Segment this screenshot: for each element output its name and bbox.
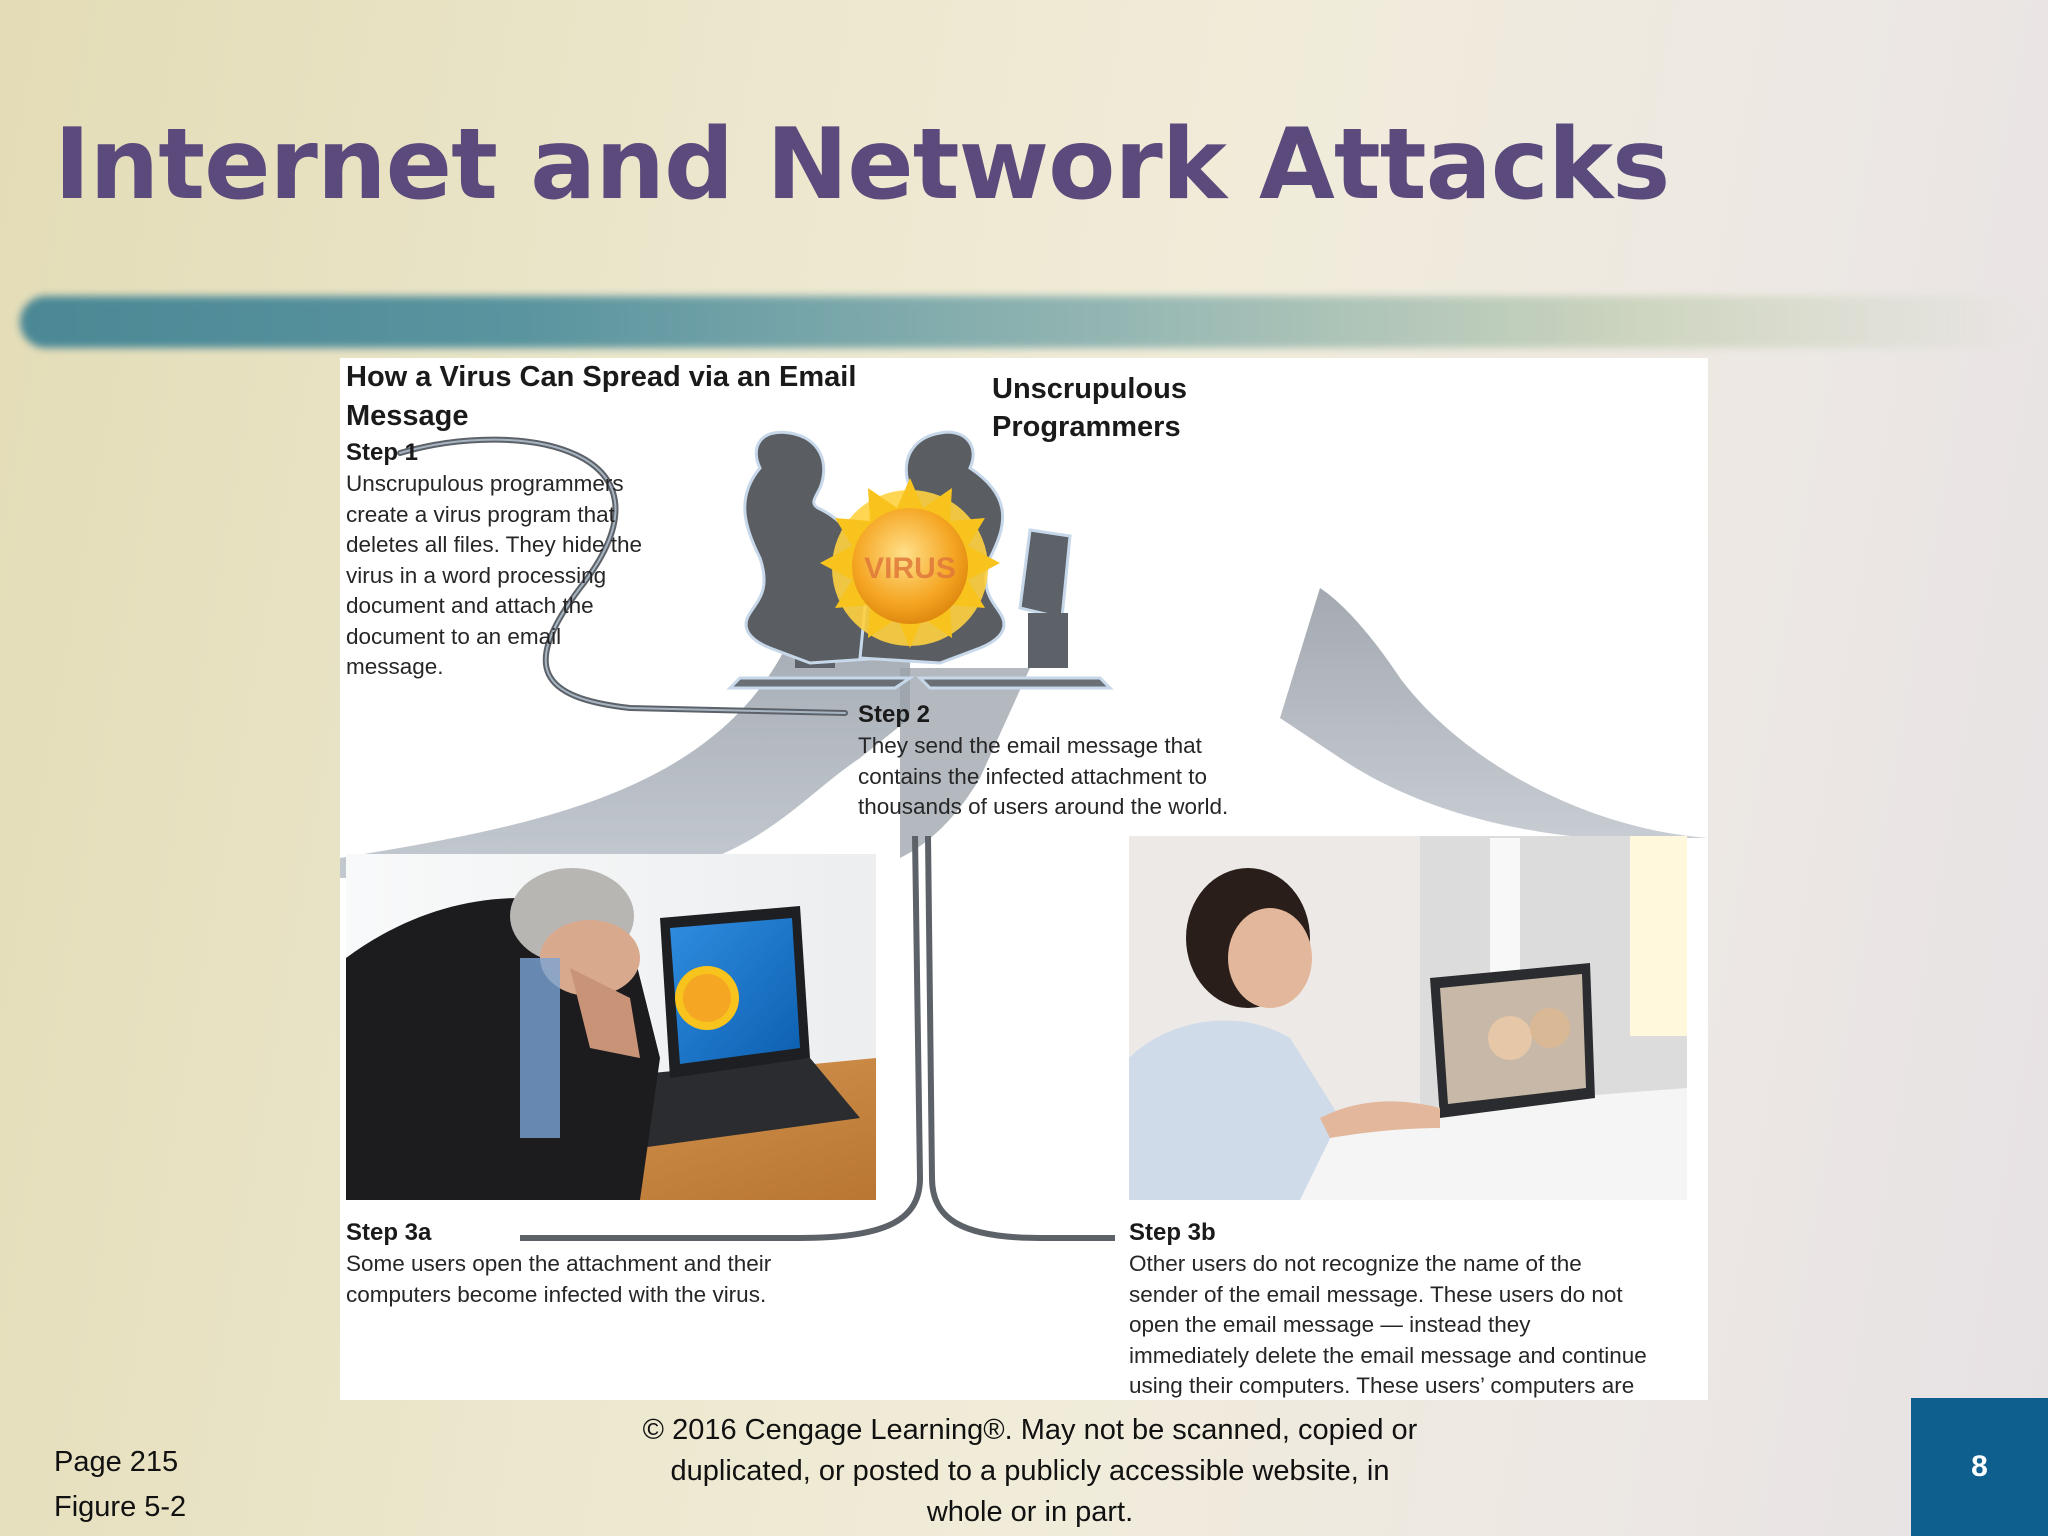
virus-sun-icon: VIRUS (820, 478, 1000, 648)
figure-number-ref: Figure 5-2 (54, 1491, 187, 1523)
page-number-ref: Page 215 (54, 1446, 179, 1478)
monitor-right-stand (1028, 613, 1068, 668)
page-reference: Page 215 Figure 5-2 (54, 1440, 186, 1530)
slide-title: Internet and Network Attacks (54, 108, 1670, 222)
step3a-photo (346, 854, 876, 1200)
step3b-connector (925, 835, 1115, 1241)
copyright-notice: © 2016 Cengage Learning®. May not be sca… (642, 1414, 1418, 1528)
step3b-text: Other users do not recognize the name of… (1129, 1251, 1647, 1398)
step3a-heading: Step 3a (346, 1219, 432, 1246)
step2-heading: Step 2 (858, 701, 931, 728)
slide-number: 8 (1971, 1450, 1988, 1483)
figure-illustration: VIRUS (340, 430, 1708, 1241)
slide-number-box: 8 (1911, 1398, 2048, 1536)
step3a-connector (520, 835, 924, 1241)
svg-text:VIRUS: VIRUS (864, 552, 956, 585)
step2-text: They send the email message that contain… (858, 733, 1229, 819)
network-path-right (1280, 588, 1708, 838)
step3b-heading: Step 3b (1129, 1219, 1216, 1246)
step1-heading: Step 1 (346, 439, 419, 466)
programmers-label: Unscrupulous Programmers (992, 373, 1187, 443)
network-path-center (900, 668, 1030, 858)
step3a-text: Some users open the attachment and their… (346, 1251, 772, 1307)
network-path-left (340, 558, 910, 878)
figure-title: How a Virus Can Spread via an Email Mess… (346, 361, 857, 432)
title-divider-bar (20, 296, 2030, 348)
step1-text: Unscrupulous programmers create a virus … (346, 471, 643, 679)
desk-right (916, 676, 1114, 690)
virus-spread-figure: VIRUS (340, 358, 1708, 1400)
desk-left (726, 676, 915, 690)
step3b-photo (1129, 836, 1687, 1200)
monitor-right-icon (1018, 528, 1072, 620)
